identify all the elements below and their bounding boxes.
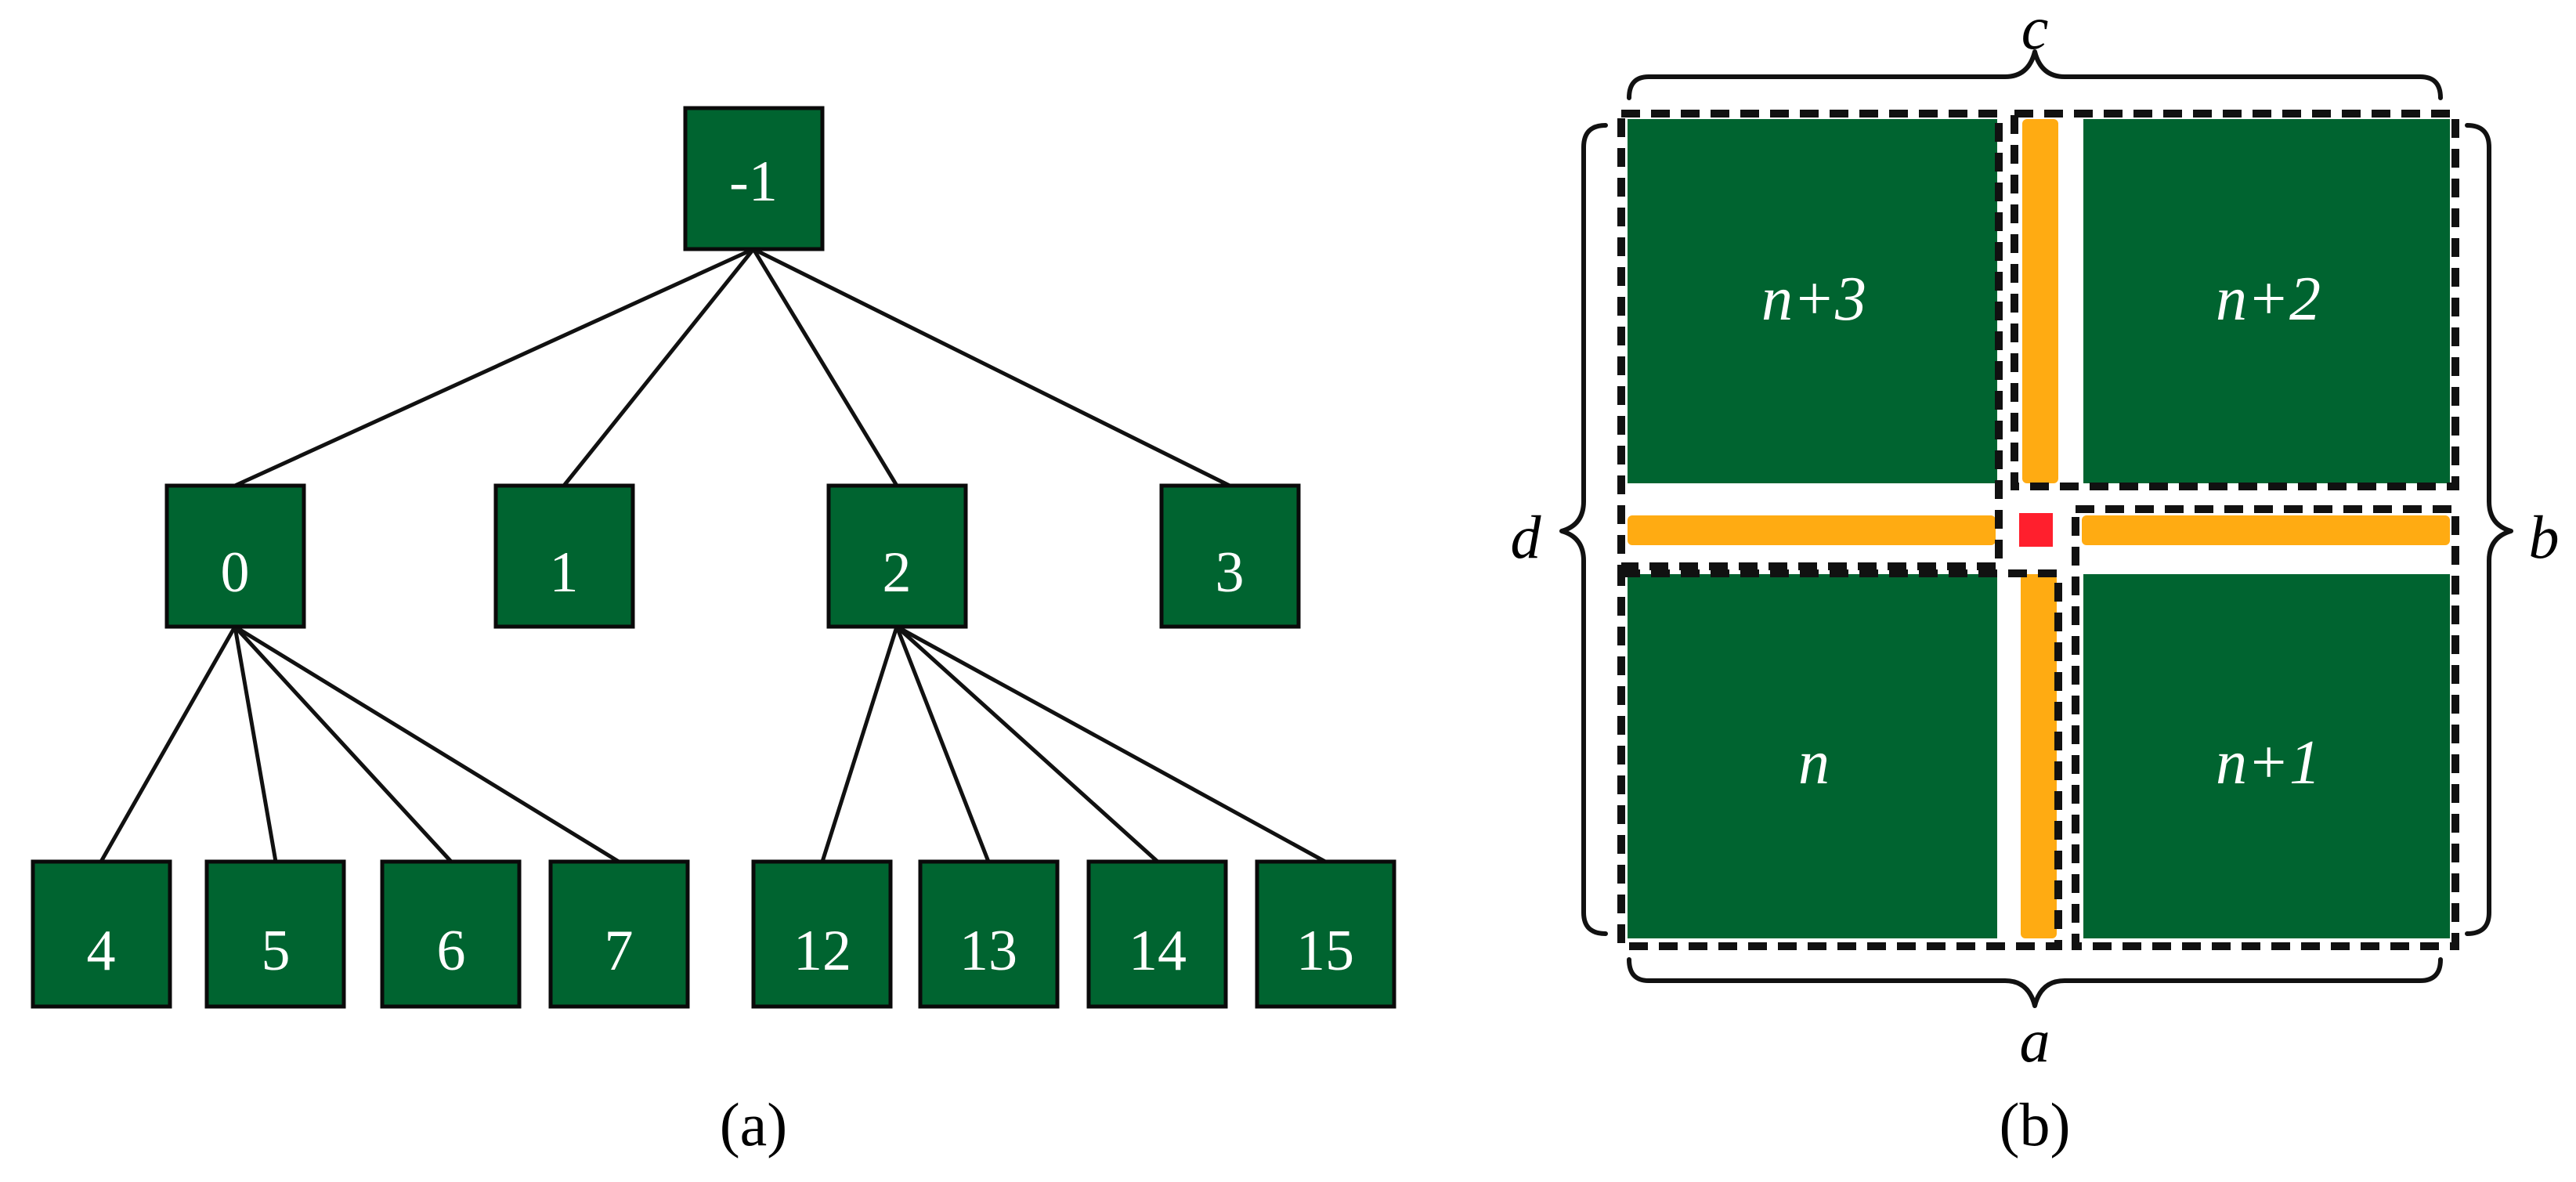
region-n1 — [2072, 505, 2459, 950]
tree-node-label: -1 — [729, 150, 778, 214]
tree-node-label: 12 — [793, 919, 851, 983]
caption-b: (b) — [2000, 1090, 2071, 1159]
edge-n0-n6 — [233, 625, 453, 863]
tree-node-14: 14 — [1086, 859, 1228, 1009]
side-label-right: b — [2529, 503, 2560, 571]
tree-node-6: 6 — [380, 859, 522, 1009]
tree-node-0: 0 — [164, 483, 306, 629]
edge-n2-n13 — [894, 626, 991, 862]
edge-root-n2 — [751, 248, 899, 487]
edge-root-n0 — [233, 247, 755, 488]
region-n2 — [2011, 110, 2459, 490]
dashed-regions — [1617, 110, 2459, 950]
tree-node-label: 4 — [87, 919, 116, 983]
edge-n0-n7 — [233, 624, 620, 864]
tree-node-12: 12 — [751, 859, 893, 1009]
tree-node-15: 15 — [1255, 859, 1396, 1009]
tree-node-label: 14 — [1129, 919, 1187, 983]
brace-top — [1627, 49, 2443, 100]
region-n — [1617, 569, 2062, 950]
tree-node-2: 2 — [826, 483, 968, 629]
tree-node-root: -1 — [683, 106, 825, 251]
edge-n2-n14 — [895, 625, 1159, 863]
quadrant-bottom-left — [1628, 574, 1997, 938]
bar-top-vertical — [2022, 119, 2058, 483]
edge-n0-n4 — [99, 625, 237, 863]
tree-node-4: 4 — [31, 859, 172, 1009]
brace-bottom — [1627, 957, 2443, 1008]
panel-b-quadrants: n+3 n+2 n n+1 c b a d (b) — [1511, 0, 2560, 1159]
edge-n2-n15 — [895, 624, 1327, 864]
tree-node-label: 6 — [437, 919, 466, 983]
quadrant-top-right — [2083, 119, 2450, 483]
tree-node-13: 13 — [918, 859, 1060, 1009]
region-n3 — [1617, 110, 2003, 570]
side-label-bottom: a — [2020, 1007, 2050, 1075]
bar-bottom-vertical — [2021, 574, 2057, 938]
tree-edges — [99, 247, 1327, 864]
tree-node-label: 0 — [221, 540, 250, 605]
tree-node-3: 3 — [1159, 483, 1301, 629]
bar-right-horizontal — [2082, 515, 2450, 545]
quadrant-label: n — [1798, 728, 1830, 797]
tree-node-label: 3 — [1216, 540, 1245, 605]
tree-node-1: 1 — [493, 483, 635, 629]
center-marker — [2019, 513, 2053, 547]
edge-root-n1 — [562, 248, 755, 487]
tree-node-label: 13 — [959, 919, 1017, 983]
tree-node-7: 7 — [548, 859, 690, 1009]
side-label-left: d — [1511, 503, 1542, 571]
edge-n2-n12 — [820, 626, 899, 862]
side-label-top: c — [2021, 0, 2049, 62]
quadrant-label: n+3 — [1761, 265, 1866, 334]
brace-right — [2465, 123, 2513, 936]
edge-n0-n5 — [233, 626, 278, 862]
quadrant-label: n+1 — [2216, 728, 2321, 797]
tree-node-5: 5 — [204, 859, 346, 1009]
tree-node-label: 15 — [1296, 919, 1354, 983]
brace-left — [1559, 123, 1608, 936]
quadrant-label: n+2 — [2216, 265, 2321, 334]
tree-node-label: 2 — [883, 540, 912, 605]
quadrant-top-left — [1628, 119, 1997, 483]
edge-root-n3 — [752, 247, 1231, 488]
caption-a: (a) — [720, 1090, 788, 1159]
tree-node-label: 5 — [262, 919, 291, 983]
bar-left-horizontal — [1628, 515, 1996, 545]
tree-node-label: 1 — [550, 540, 579, 605]
tree-node-label: 7 — [605, 919, 634, 983]
panel-a-tree: -1 0 1 2 3 4 5 6 — [31, 106, 1396, 1159]
quadrant-bottom-right — [2083, 574, 2450, 938]
